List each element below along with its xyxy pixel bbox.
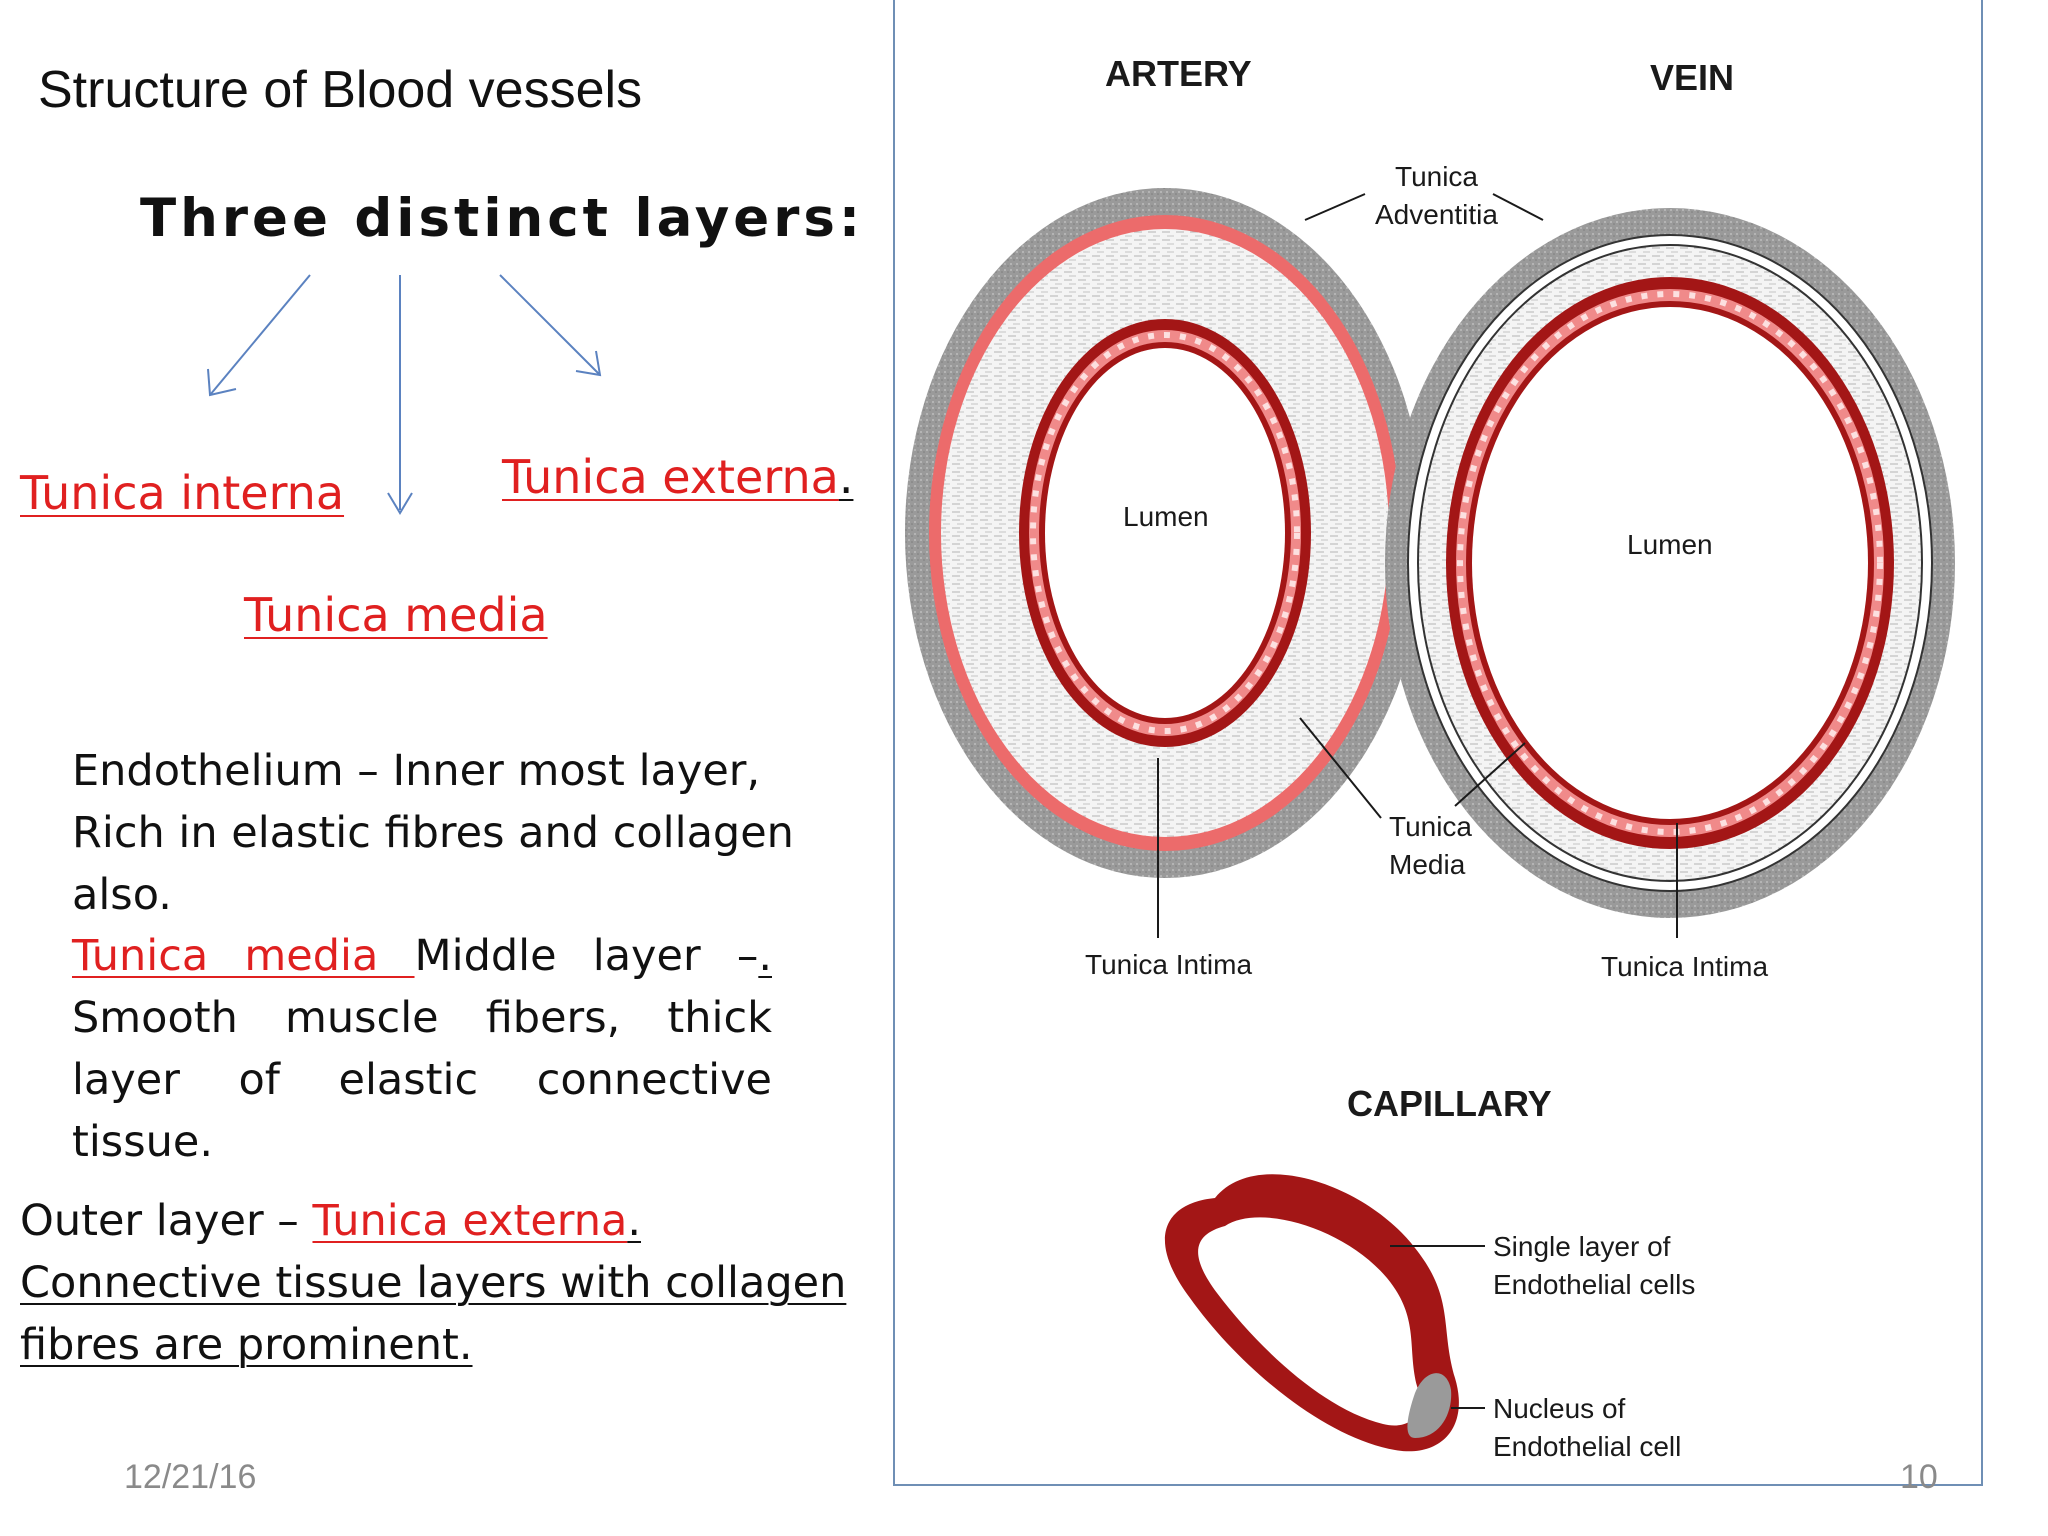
slide-date: 12/21/16 — [124, 1458, 257, 1496]
tunica-media-link[interactable]: Tunica media — [244, 588, 548, 642]
blood-vessel-diagram: ARTERY VEIN Lumen Lumen Tunica — [905, 53, 1955, 1462]
para1-line1: Endothelium – Inner most layer, — [72, 746, 761, 796]
capillary-nucleus — [1407, 1373, 1452, 1438]
arrow-right-head — [575, 350, 602, 377]
para1-line2: Rich in elastic fibres and collagen — [72, 808, 794, 858]
arrow-center-head — [387, 492, 413, 515]
capillary-lumen — [1198, 1217, 1420, 1426]
page-number: 10 — [1900, 1458, 1938, 1496]
slide-subtitle: Three distinct layers: — [140, 188, 865, 249]
adventitia-label-line1: Tunica — [1395, 161, 1478, 192]
nucleus-label-line1: Nucleus of — [1493, 1393, 1626, 1424]
nucleus-label-line2: Endothelial cell — [1493, 1431, 1681, 1462]
capillary-cross-section — [1164, 1174, 1459, 1452]
media-leader-artery — [1299, 717, 1382, 819]
para1-line3: also. — [72, 870, 172, 920]
adventitia-label-line2: Adventitia — [1375, 199, 1498, 230]
vein-intima-label: Tunica Intima — [1601, 951, 1768, 982]
adventitia-leader-artery — [1304, 193, 1366, 221]
artery-cross-section — [905, 188, 1425, 878]
tunica-externa-group: Tunica externa. — [502, 450, 853, 504]
single-layer-label-line2: Endothelial cells — [1493, 1269, 1695, 1300]
tunica-media-paragraph: Tunica media Middle layer –. Smooth musc… — [72, 925, 772, 1173]
tunica-externa-paragraph: Outer layer – Tunica externa. Connective… — [20, 1190, 880, 1376]
vein-intima-cells — [1457, 291, 1883, 835]
para2-rest: Smooth muscle fibers, thick layer of ela… — [72, 993, 772, 1167]
artery-intima-cells — [1030, 332, 1300, 734]
artery-lumen-label: Lumen — [1123, 501, 1209, 532]
tunica-externa-dot: . — [838, 450, 854, 504]
arrow-left — [209, 274, 311, 396]
para2-dot: . — [758, 931, 772, 981]
tunica-interna-link[interactable]: Tunica interna — [20, 466, 345, 520]
para2-tunica-media: Tunica media — [72, 931, 415, 981]
para3-prefix: Outer layer – — [20, 1196, 313, 1246]
slide-title: Structure of Blood vessels — [38, 61, 643, 119]
arrow-right — [499, 274, 601, 376]
media-leader-vein — [1454, 742, 1526, 807]
vein-cross-section — [1385, 208, 1955, 918]
artery-lumen — [1045, 348, 1285, 718]
layer-arrows — [207, 274, 602, 515]
adventitia-leader-vein — [1492, 193, 1544, 221]
arrow-left-head — [207, 368, 237, 397]
media-label-line2: Media — [1389, 849, 1466, 880]
media-label-line1: Tunica — [1389, 811, 1472, 842]
para3-line3: fibres are prominent. — [20, 1320, 473, 1370]
vein-lumen-label: Lumen — [1627, 529, 1713, 560]
para3-line2: Connective tissue layers with collagen — [20, 1258, 847, 1308]
artery-intima-label: Tunica Intima — [1085, 949, 1252, 980]
para3-dot: . — [627, 1196, 641, 1246]
capillary-heading: CAPILLARY — [1347, 1083, 1552, 1124]
para2-middle-layer: Middle layer – — [414, 931, 759, 981]
artery-heading: ARTERY — [1105, 53, 1252, 94]
para3-tunica-externa: Tunica externa — [312, 1196, 628, 1246]
endothelium-paragraph: Endothelium – Inner most layer, Rich in … — [72, 740, 832, 926]
vein-lumen — [1472, 307, 1868, 819]
blood-vessel-figure: ARTERY VEIN Lumen Lumen Tunica — [893, 0, 1983, 1486]
single-layer-label-line1: Single layer of — [1493, 1231, 1671, 1262]
tunica-externa-link[interactable]: Tunica externa — [502, 450, 839, 504]
vein-heading: VEIN — [1650, 57, 1734, 98]
